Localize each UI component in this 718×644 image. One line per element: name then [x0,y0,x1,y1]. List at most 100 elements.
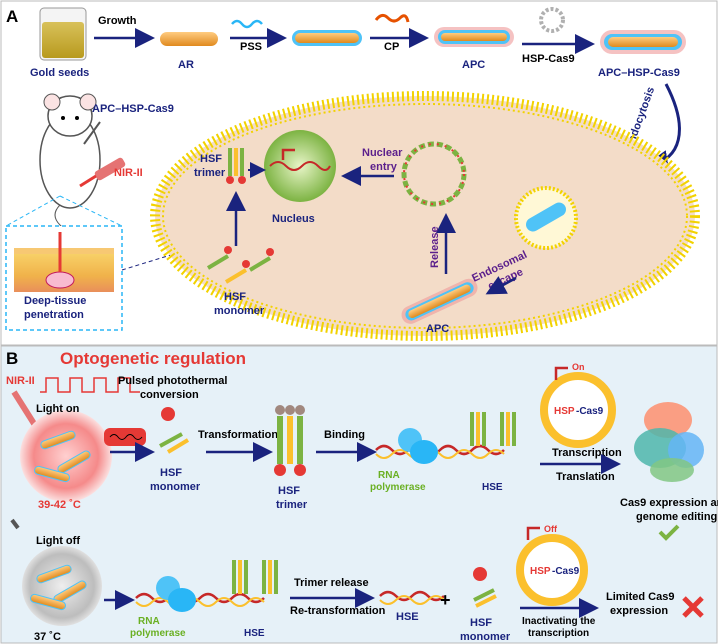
ar-rod-icon [160,32,218,46]
plasmid-off-icon [516,534,588,606]
binding-label: Binding [324,429,365,441]
cytoplasm-apc-icon [401,278,478,324]
cas9-expr-label-2: genome editing [636,511,717,523]
b-rna-pol-label-2: polymerase [370,482,426,493]
inactivating-label-1: Inactivating the [522,616,596,627]
b-hsf-monomer-icon [159,407,190,454]
transformation-label: Transformation [198,429,278,441]
b-hsf-monomer-label-1: HSF [160,467,182,479]
apc-hsp-cas9-particle-icon [600,30,686,54]
nir-laser-icon [79,157,126,188]
b-hsf-trimer-icon [274,405,306,476]
pss-polymer-icon [231,19,263,29]
b-hse3-label: HSE [396,611,419,623]
cross-icon [682,596,704,618]
limited-label-1: Limited Cas9 [606,591,674,603]
b-apc-rods-on-icon [33,430,91,483]
nuclear-entry-label-1: Nuclear [362,147,403,159]
light-on-label: Light on [36,403,80,415]
plasmid-cas9-2-label: -Cas9 [552,566,580,577]
deep-tissue-label-2: penetration [24,309,84,321]
gold-seeds-beaker-icon [39,7,87,61]
light-off-label: Light off [36,535,80,547]
pss-coated-rod-icon [295,33,359,43]
release-label: Release [429,226,441,268]
tissue-layers-icon [14,232,114,292]
b-rna-pol2-label-1: RNA [138,616,160,627]
on-promoter-icon [554,366,568,380]
endosomal-escape-arrow [485,276,517,295]
cas9-protein-icon [634,402,704,482]
b-rna-pol2-label-2: polymerase [130,628,186,639]
hsp-cas9-label: HSP-Cas9 [522,53,575,65]
off-promoter-icon [526,526,540,540]
translation-label: Translation [556,471,615,483]
b-hse-label: HSE [482,482,503,493]
inactivating-label-2: transcription [528,628,589,639]
hsf-monomer-group-icon [206,246,274,284]
light-on-spot [20,410,112,502]
heat-box-icon [104,428,146,446]
nucleus-label: Nucleus [272,213,315,225]
nucleus-dna-icon [269,161,331,171]
b-on-complex-icon [375,412,516,464]
ar-label: AR [178,59,194,71]
gold-seeds-label: Gold seeds [30,67,89,79]
cp-polymer-icon [374,13,410,23]
a-hsf-trimer-label-1: HSF [200,153,222,165]
plasmid-off-label: Off [544,524,558,534]
b-hsf-mono2-label-1: HSF [470,617,492,629]
pulse-wave-icon [40,377,140,393]
deep-tissue-label-1: Deep-tissue [24,295,86,307]
apc-particle-icon [434,27,514,47]
hsp-cas9-plasmid-icon [539,7,565,33]
plasmid-on-icon [540,372,616,448]
temp-off-label: 37 ˚C [34,631,61,643]
plasmid-hsp-label: HSP [554,406,575,417]
panel-b-letter: B [6,349,18,368]
check-icon [658,524,680,541]
panel-b-title: Optogenetic regulation [60,349,246,368]
a-hsf-trimer-label-2: trimer [194,167,226,179]
b-hsf-monomer-label-2: monomer [150,481,201,493]
mouse-apc-hsp-cas9-label: APC–HSP-Cas9 [92,103,174,115]
panel-a-letter: A [6,7,18,26]
promoter-arrow-icon [281,148,295,160]
b-hsf-trimer-label-2: trimer [276,499,308,511]
hsf-trimer-icon [226,148,246,184]
pulsed-label-1: Pulsed photothermal [118,375,227,387]
nir-label: NIR-II [114,167,143,179]
plasmid-cas9-label: -Cas9 [576,406,604,417]
trimer-release-label: Trimer release [294,577,369,589]
a-hsf-monomer-label-2: monomer [214,305,265,317]
transcription-label: Transcription [552,447,622,459]
b-rna-pol-label-1: RNA [378,470,400,481]
free-dna-icon [379,590,445,602]
plasmid-on-label: On [572,362,585,372]
plus-sign: + [440,590,451,610]
cas9-expr-label-1: Cas9 expression and [620,497,718,509]
cp-label: CP [384,41,399,53]
growth-label: Growth [98,15,137,27]
retransformation-label: Re-transformation [290,605,386,617]
apc-label: APC [462,59,485,71]
cytoplasm-apc-label: APC [426,323,449,335]
b-apc-rods-off-icon [29,564,87,611]
b-laser-off-icon [10,518,20,530]
a-hsf-monomer-label-1: HSF [224,291,246,303]
pulsed-label-2: conversion [140,389,199,401]
b-off-complex-icon [135,560,278,612]
b-nir-label: NIR-II [6,375,35,387]
plasmid-hsp2-label: HSP [530,566,551,577]
light-off-spot [22,546,102,626]
b-hsf-mono2-label-2: monomer [460,631,511,643]
b-hsf-trimer-label-1: HSF [278,485,300,497]
nuclear-entry-label-2: entry [370,161,398,173]
apc-hsp-cas9-label: APC–HSP-Cas9 [598,67,680,79]
pss-label: PSS [240,41,262,53]
nucleus-icon [264,130,336,202]
b-hsf-monomer2-icon [473,567,497,608]
syringe-icon [83,121,101,145]
